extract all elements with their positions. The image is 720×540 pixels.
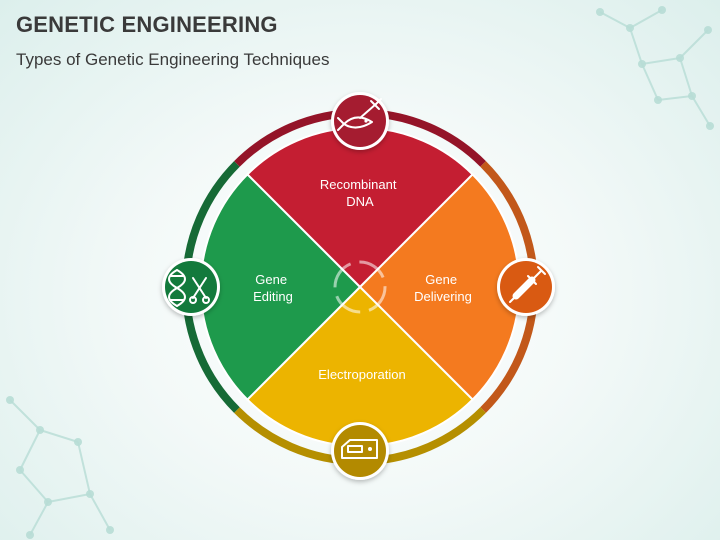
label-gene-delivering: Gene Delivering [414,272,472,304]
label-gene-editing-line-2: Editing [253,289,293,304]
label-gene-editing: Gene Editing [253,272,293,304]
center-ring [333,260,387,314]
label-gene-delivering-line-2: Delivering [414,289,472,304]
syringe-icon [497,258,555,316]
molecule-decoration-bottom-left [6,396,114,539]
dna-scissors-icon [162,258,220,316]
label-electroporation: Electroporation [318,367,405,382]
label-recombinant-dna: Recombinant DNA [320,177,400,209]
label-recombinant-dna-line-1: Recombinant [320,177,397,192]
molecule-decoration-top-right [596,6,714,130]
label-electroporation-line-1: Electroporation [318,367,405,382]
label-gene-delivering-line-1: Gene [425,272,457,287]
fish-syringe-icon [331,92,389,150]
label-gene-editing-line-1: Gene [255,272,287,287]
electroporator-device-icon [331,422,389,480]
page-subtitle: Types of Genetic Engineering Techniques [16,50,330,69]
label-recombinant-dna-line-2: DNA [346,194,374,209]
page-title: GENETIC ENGINEERING [16,12,278,37]
